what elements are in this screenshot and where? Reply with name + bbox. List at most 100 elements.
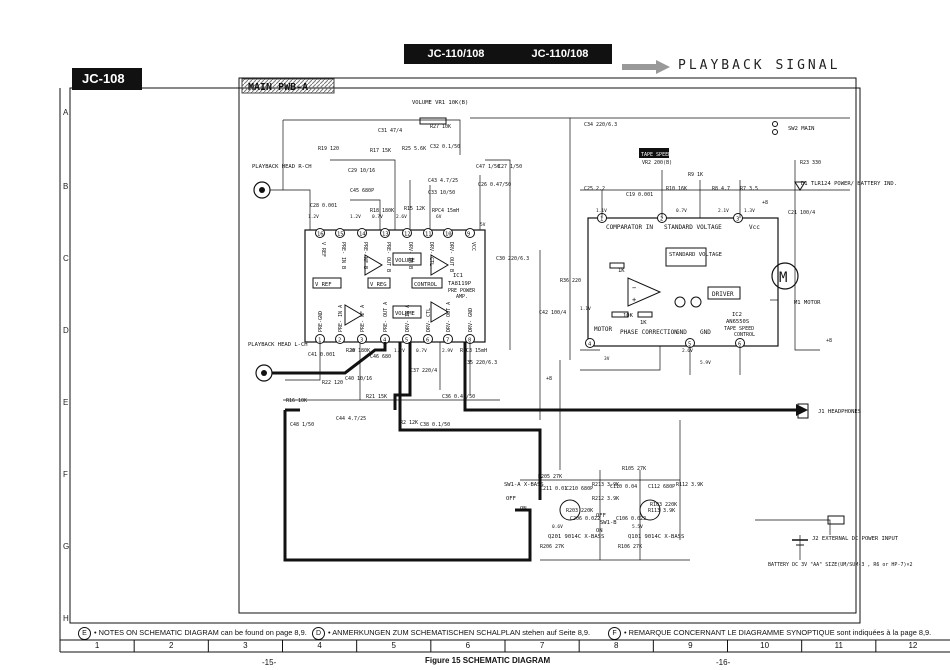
ic2-block-standard: STANDARD VOLTAGE <box>669 252 722 258</box>
ic1-pin-number: 16 <box>317 232 324 238</box>
ic1-pin-label: PRE- NF A <box>360 305 366 332</box>
ic2-pin-number: 3 <box>736 217 739 223</box>
component-label: C46 680 <box>370 354 391 360</box>
component-label: R21 15K <box>366 394 387 400</box>
label-d1: D1 TLR124 POWER/ BATTERY IND. <box>801 181 897 187</box>
ic1-block-volume-a: VOLUME <box>395 311 415 317</box>
column-number: 10 <box>760 641 770 650</box>
voltage-label: 2.1V <box>718 208 729 214</box>
component-label: C41 0.001 <box>308 352 335 358</box>
component-label: C19 0.001 <box>626 192 653 198</box>
component-label: C47 1/50 <box>476 164 500 170</box>
component-label: R23 330 <box>800 160 821 166</box>
supply-label: +8 <box>826 338 832 344</box>
component-label: C106 0.022 <box>616 516 646 522</box>
voltage-label: 2.6V <box>396 214 407 220</box>
ic1-pin-label: DRV- GND <box>468 308 474 332</box>
component-label: C30 220/6.3 <box>496 256 529 262</box>
component-label: R106 27K <box>618 544 642 550</box>
voltage-label: 0.7V <box>676 208 687 214</box>
component-label: RPC3 15mH <box>460 348 487 354</box>
ic1-pin-number: 14 <box>359 232 366 238</box>
ic2-label-motor: MOTOR <box>594 326 612 333</box>
ic2-label-vcc: Vcc <box>749 224 760 231</box>
component-label: R213 3.9K <box>592 482 619 488</box>
ic1-pin <box>423 334 433 344</box>
component-label: VR2 200(B) <box>642 160 672 166</box>
component-label: R20 180K <box>346 348 370 354</box>
board-label-box <box>241 78 335 94</box>
ic1-pin-label: PRE- OUT B <box>385 242 391 272</box>
ic1-pin-number: 7 <box>446 338 449 344</box>
label-tape-speed: TAPE SPEED <box>641 152 671 158</box>
ic1-pin-label: PRE-GND <box>318 311 324 332</box>
voltage-label: 0.7V <box>416 348 427 354</box>
playback-head-l <box>255 364 273 382</box>
supply-label: +8 <box>546 376 552 382</box>
component-label: C211 0.01 <box>540 486 567 492</box>
ic1-block-volume-b: VOLUME <box>395 258 415 264</box>
ic1-pin-number: 9 <box>467 232 470 238</box>
label-sw2: SW2 MAIN <box>788 126 815 132</box>
page-right: -16- <box>716 658 731 667</box>
note-german: D• ANMERKUNGEN ZUM SCHEMATISCHEN SCHALPL… <box>312 627 590 640</box>
voltage-label: 2.6V <box>682 348 693 354</box>
ic1-pin <box>380 228 390 238</box>
ic1-pin-label: PRE- IN A <box>338 305 344 332</box>
figure-caption: Figure 15 SCHEMATIC DIAGRAM <box>425 656 551 665</box>
ic2-res2: 10K <box>623 313 634 319</box>
component-label: R203 220K <box>566 508 593 514</box>
voltage-label: 1.1V <box>596 208 607 214</box>
component-label: C29 10/16 <box>348 168 375 174</box>
label-motor: M1 MOTOR <box>794 300 821 306</box>
row-letter: G <box>63 542 70 551</box>
supply-label: +8 <box>762 200 768 206</box>
column-number: 2 <box>169 641 174 650</box>
label-sw1b-on: ON <box>596 528 603 534</box>
component-label: R17 15K <box>370 148 391 154</box>
component-label: C210 680P <box>566 486 593 492</box>
motor-symbol: M <box>779 270 787 286</box>
ic1-pin <box>423 228 433 238</box>
ic1-desc2: AMP. <box>456 294 468 300</box>
label-sw1a-on: ON <box>520 506 527 512</box>
ic1-pin-number: 10 <box>445 232 452 238</box>
ic1-block-control: CONTROL <box>414 282 438 288</box>
column-number: 12 <box>908 641 918 650</box>
ic2-pin-number: 6 <box>738 342 741 348</box>
ic2-desc2: CONTROL <box>734 332 755 338</box>
ic1-pin-number: 8 <box>468 338 471 344</box>
component-label: C42 100/4 <box>539 310 566 316</box>
component-label: R16 10K <box>286 398 307 404</box>
ic1-block-vref: V REF <box>315 282 332 288</box>
voltage-label: 1.2V <box>394 348 405 354</box>
ic2-pin-number: 5 <box>688 342 691 348</box>
ic1-pin-label: PRE- IN B <box>340 242 346 269</box>
component-label: R18 180K <box>370 208 394 214</box>
component-label: C27 1/50 <box>498 164 522 170</box>
component-label: R8 4.7 <box>712 186 730 192</box>
ic1-pin <box>465 228 475 238</box>
component-label: C36 0.47/50 <box>442 394 475 400</box>
label-battery: BATTERY DC 3V "AA" SIZE(UM/SUM-3 , R6 or… <box>768 562 913 568</box>
ic1-part: TA8119P <box>448 281 472 287</box>
component-label: C38 0.1/50 <box>420 422 450 428</box>
component-label: C33 10/50 <box>428 190 455 196</box>
component-label: C110 0.04 <box>610 484 637 490</box>
label-volume: VOLUME VR1 10K(B) <box>412 100 468 106</box>
label-q201: Q201 9014C X-BASS <box>548 534 604 540</box>
voltage-label: 5.5V <box>632 524 643 530</box>
ic1-pin-label: DRV- CTL <box>428 242 434 266</box>
voltage-label: 0.7V <box>372 214 383 220</box>
component-label: C26 0.47/50 <box>478 182 511 188</box>
svg-text:−: − <box>632 284 636 292</box>
ic1-desc1: PRE POWER <box>448 288 476 294</box>
component-label: C35 220/6.3 <box>464 360 497 366</box>
column-number: 9 <box>688 641 693 650</box>
component-label: C34 220/6.3 <box>584 122 617 128</box>
ic2-label-standard: STANDARD VOLTAGE <box>664 224 722 231</box>
